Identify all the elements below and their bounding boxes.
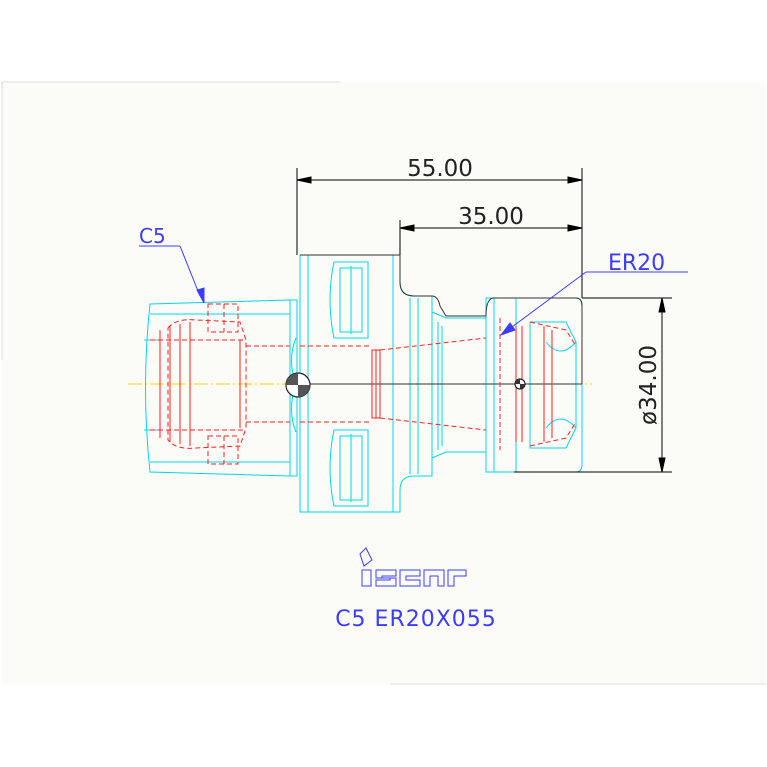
hidden-lines-solid xyxy=(159,322,553,446)
dim-35 xyxy=(399,220,583,255)
callout-c5-label: C5 xyxy=(139,224,166,248)
dim-diameter xyxy=(514,297,672,473)
dim-diameter-label: ø34.00 xyxy=(636,345,662,425)
dim-55-label: 55.00 xyxy=(407,156,473,182)
callout-er20-leader xyxy=(499,271,688,337)
callout-c5-leader xyxy=(139,245,205,304)
model-label: C5 ER20X055 xyxy=(335,607,497,632)
brand-logo xyxy=(359,547,467,587)
center-marker-right xyxy=(514,378,526,390)
center-marker-left xyxy=(285,372,311,398)
top-profile xyxy=(300,254,583,385)
dim-35-label: 35.00 xyxy=(458,204,524,230)
callout-er20-label: ER20 xyxy=(608,251,665,276)
dim-55 xyxy=(296,168,583,298)
drawing-background xyxy=(2,82,766,684)
hidden-lines xyxy=(150,303,577,465)
